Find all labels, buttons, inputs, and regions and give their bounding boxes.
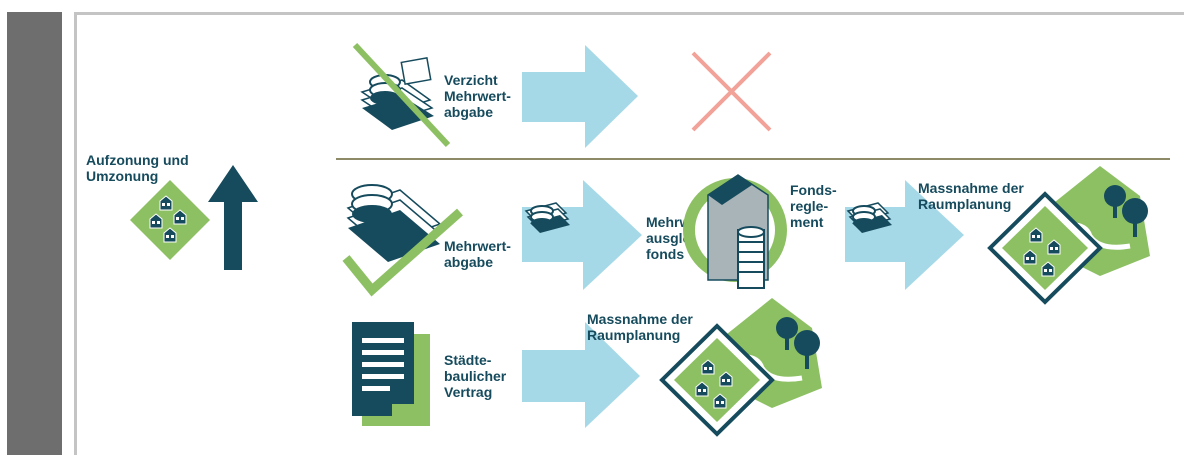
levy-label: Mehrwert-abgabe: [444, 238, 511, 270]
row1-arrow: [522, 45, 638, 148]
planning-measure-label-2: Massnahme der Raumplanung: [587, 311, 693, 343]
up-arrow-icon: [208, 165, 258, 270]
waived-levy-label: Verzicht Mehrwert-abgabe: [444, 72, 511, 120]
row3-measure-label-wrap: Massnahme der Raumplanung: [587, 311, 693, 343]
left-sidebar-bar: [7, 12, 62, 455]
cross-icon: [691, 51, 772, 132]
row2-label: Mehrwert-abgabe: [444, 238, 511, 270]
row2-regulation-label-wrap: Fonds-regle-ment: [790, 182, 837, 230]
planning-measure-label-1: Massnahme der Raumplanung: [918, 180, 1024, 212]
row2-arrow-1: [522, 180, 642, 290]
fund-regulation-label: Fonds-regle-ment: [790, 182, 837, 230]
contract-icon: [352, 322, 430, 426]
row2-measure-label-wrap: Massnahme der Raumplanung: [918, 180, 1024, 212]
levy-check-icon: [342, 184, 463, 297]
row1-label: Verzicht Mehrwert-abgabe: [444, 72, 511, 120]
waived-levy-icon: [352, 42, 451, 148]
rezoning-label: Aufzonung und Umzonung: [86, 152, 189, 184]
rezoning-icon: [130, 180, 210, 260]
fund-icon: [683, 174, 787, 289]
diagram-frame: [74, 12, 1184, 455]
row3-arrow: [522, 322, 640, 428]
urban-contract-label: Städte-baulicher Vertrag: [444, 352, 507, 400]
row3-label-wrap: Städte-baulicher Vertrag: [444, 352, 507, 400]
